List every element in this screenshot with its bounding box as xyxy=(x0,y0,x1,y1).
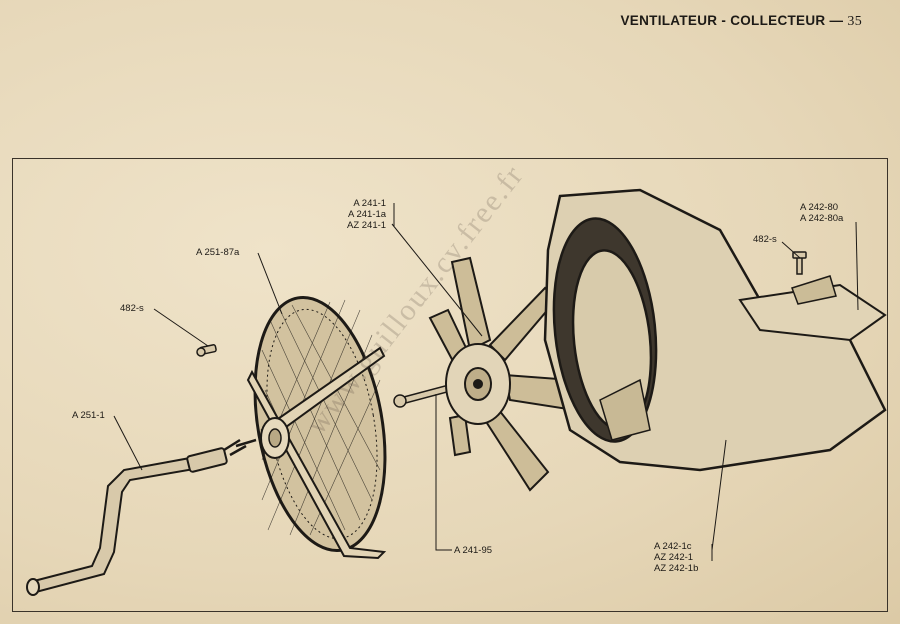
label-a242-1-group: A 242-1c AZ 242-1 AZ 242-1b xyxy=(654,541,698,574)
label-a241-95: A 241-95 xyxy=(454,545,493,556)
page-header: VENTILATEUR - COLLECTEUR — 35 xyxy=(621,13,863,30)
label-screw-left: 482-s xyxy=(120,303,144,314)
label-az242-1b: AZ 242-1b xyxy=(654,563,699,574)
label-screw-right: 482-s xyxy=(753,234,777,245)
screw-right xyxy=(792,251,807,275)
label-a251-87a: A 251-87a xyxy=(196,247,240,258)
crank-handle xyxy=(26,438,257,596)
fan xyxy=(428,256,576,492)
label-a242-80a: A 242-80a xyxy=(800,213,844,224)
label-az241-1: AZ 241-1 xyxy=(347,220,387,231)
page-number: 35 xyxy=(847,14,862,29)
label-a242-1c: A 242-1c xyxy=(654,541,692,552)
label-a241-group: A 241-1 A 241-1a AZ 241-1 xyxy=(347,198,386,231)
title-dash: — xyxy=(829,13,844,28)
fan-grille xyxy=(246,295,387,560)
page-title: VENTILATEUR - COLLECTEUR xyxy=(620,13,826,28)
diagram-frame xyxy=(12,158,888,612)
label-a242-80-group: A 242-80 A 242-80a xyxy=(800,202,843,224)
label-az242-1: AZ 242-1 xyxy=(654,552,694,563)
leader-lines xyxy=(113,203,859,561)
label-a241-1: A 241-1 xyxy=(353,198,387,209)
label-a241-1a: A 241-1a xyxy=(348,209,387,220)
label-a242-80: A 242-80 xyxy=(800,202,839,213)
screw-left xyxy=(196,344,217,357)
label-a251-1: A 251-1 xyxy=(72,410,105,421)
collector-housing xyxy=(543,188,887,472)
